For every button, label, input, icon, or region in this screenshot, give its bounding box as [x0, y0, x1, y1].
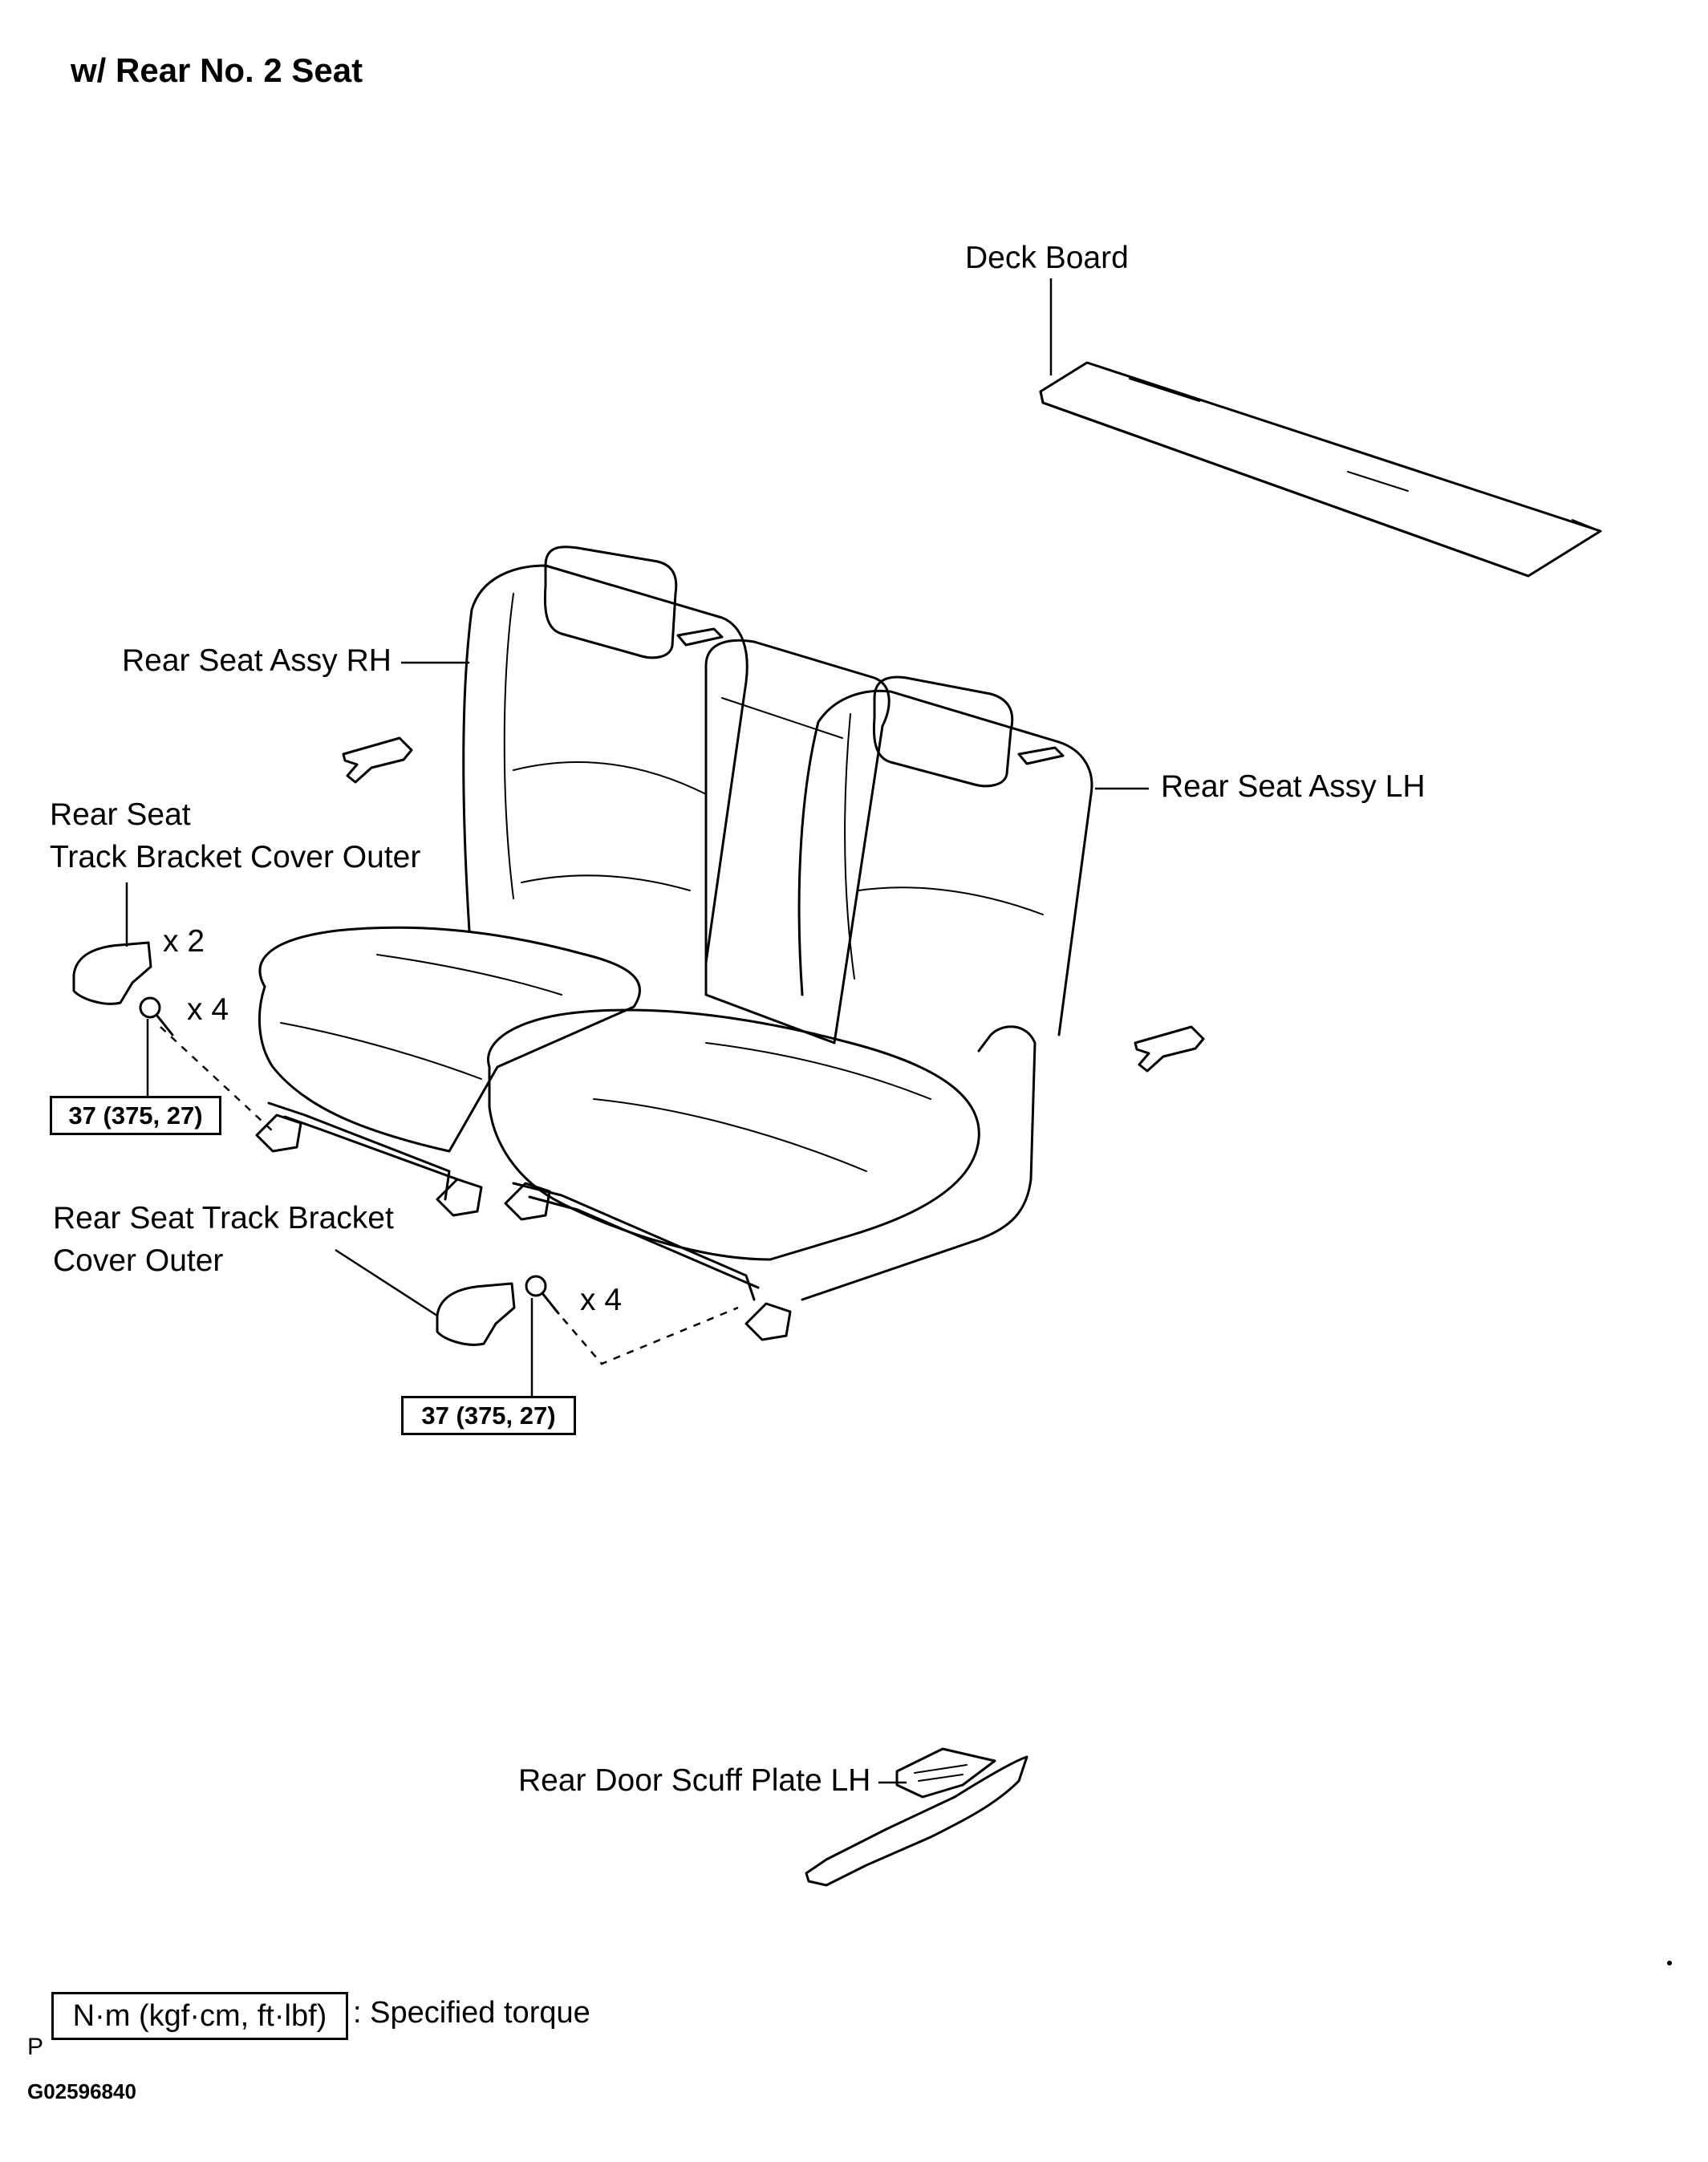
qty-x4-top-label: x 4 — [187, 992, 229, 1027]
footer-letter: P — [27, 2034, 44, 2060]
seat-hook-right — [1134, 1025, 1205, 1073]
cover-outer-bottom-leader — [335, 1248, 438, 1317]
stray-dot — [1667, 1961, 1672, 1965]
cover-outer-bottom-part — [436, 1282, 516, 1346]
rear-seat-lh-part — [487, 675, 1093, 1301]
diagram-title: w/ Rear No. 2 Seat — [71, 51, 363, 89]
torque-legend-box: N·m (kgf·cm, ft·lbf) — [51, 1992, 348, 2040]
qty-x4-bottom-label: x 4 — [580, 1283, 623, 1317]
torque-legend-text: : Specified torque — [353, 1996, 590, 2030]
seat-hook-left — [342, 736, 413, 784]
rear-seat-rh-label: Rear Seat Assy RH — [122, 643, 392, 678]
torque-spec-bottom: 37 (375, 27) — [401, 1396, 576, 1435]
bolt-top-part — [139, 996, 174, 1036]
seat-hook-top — [676, 627, 724, 647]
torque-spec-top: 37 (375, 27) — [50, 1096, 221, 1135]
scuff-plate-part — [805, 1747, 1028, 1887]
cover-outer-top-part — [72, 941, 152, 1005]
cover-outer-bottom-label-line1: Rear Seat Track Bracket — [53, 1201, 394, 1235]
deck-board-part — [1039, 361, 1602, 578]
qty-x2-label: x 2 — [163, 924, 205, 959]
scuff-plate-label: Rear Door Scuff Plate LH — [518, 1763, 871, 1798]
cover-outer-bottom-label-line2: Cover Outer — [53, 1243, 224, 1278]
cover-outer-top-label-line2: Track Bracket Cover Outer — [50, 840, 421, 874]
rear-seat-rh-part — [258, 546, 749, 1153]
deck-board-label: Deck Board — [965, 241, 1129, 275]
cover-outer-top-label-line1: Rear Seat — [50, 797, 191, 832]
bolt-bottom-dashline — [553, 1306, 739, 1365]
bolt-top-dashline — [160, 1026, 274, 1132]
rear-seat-lh-label: Rear Seat Assy LH — [1161, 769, 1426, 804]
seat-track-rails — [255, 1101, 792, 1341]
center-back-part — [704, 639, 891, 1044]
figure-code: G02596840 — [27, 2079, 136, 2103]
seat-hook-top-lh — [1017, 746, 1065, 765]
